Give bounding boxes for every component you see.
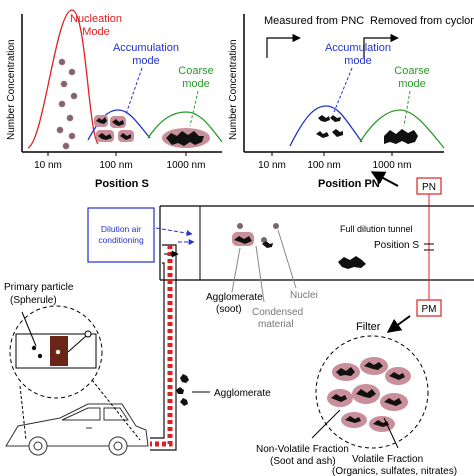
coarse-mode-label: mode: [182, 78, 210, 90]
right-chart: Number Concentration 10 nm 100 nm 1000 n…: [228, 14, 474, 190]
condensed-label: material: [258, 319, 294, 330]
coarse-curve: [147, 111, 223, 143]
left-chart-y-label: Number Concentration: [6, 39, 17, 140]
zoom-connector-line: [91, 379, 141, 441]
dilution-air-label: conditioning: [98, 235, 144, 245]
pn-to-chart-arrow: [370, 171, 399, 187]
nuclei-label: Nuclei: [290, 290, 318, 301]
volatile-label: (Organics, sulfates, nitrates): [332, 466, 457, 476]
nonvolatile-label: (Soot and ash): [270, 456, 336, 467]
nucleation-mode-label: Mode: [82, 26, 110, 38]
accumulation-mode-label: Accumulation: [113, 42, 179, 54]
position-s-label: Position S: [374, 240, 419, 251]
right-tick-label: 10 nm: [258, 160, 286, 171]
measured-bracket-arrow: [266, 33, 301, 58]
pm-box: [416, 299, 442, 317]
pipe-agglomerates: [176, 374, 189, 406]
accumulation-particles: [94, 115, 134, 142]
nonvolatile-leader: [311, 409, 341, 439]
nucleation-particles: [56, 58, 78, 150]
filter-label: Filter: [356, 321, 381, 333]
zoom-connector-line: [19, 385, 27, 441]
removed-bracket-arrow: [363, 33, 399, 58]
condensed-label: Condensed: [252, 307, 303, 318]
coarse-leader-line: [189, 90, 199, 127]
nuclei-leader: [277, 229, 297, 289]
primary-particle-zoom: [9, 305, 141, 441]
primary-particle-label: Primary particle: [4, 282, 74, 293]
agglomerate-soot-label: (soot): [216, 304, 242, 315]
removed-label: Removed from cyclone: [370, 15, 474, 27]
pm-to-filter-arrow: [386, 315, 411, 333]
left-chart: Number Concentration 10 nm 100 nm 1000 n…: [6, 9, 223, 190]
primary-particle-leader: [21, 311, 37, 347]
tunnel-particles: [232, 223, 366, 269]
accumulation-mode-label: mode: [132, 55, 160, 67]
nonvolatile-label: Non-Volatile Fraction: [256, 444, 349, 455]
coarse-particles: [162, 128, 210, 148]
right-tick-label: 100 nm: [307, 160, 340, 171]
dilution-tunnel: Full dilution tunnel Position S: [159, 205, 474, 300]
coarse-mode-label: Coarse: [178, 65, 213, 77]
tunnel-label: Full dilution tunnel: [340, 224, 413, 234]
dilution-air-box: [87, 207, 155, 263]
car-icon: [5, 403, 149, 456]
pm-label: PM: [422, 304, 437, 315]
right-tick-label: 1000 nm: [373, 160, 412, 171]
nucleation-curve: [27, 9, 99, 149]
left-tick-label: 1000 nm: [167, 160, 206, 171]
accumulation-leader-line: [125, 67, 143, 115]
pn-accumulation-mode-label: mode: [344, 55, 372, 67]
dilution-air-label: Dilution air: [101, 224, 141, 234]
pn-coarse-mode-label: mode: [398, 78, 426, 90]
volatile-label: Volatile Fraction: [352, 454, 423, 465]
pn-label: PN: [422, 182, 436, 193]
agglomerate-soot-leader: [231, 247, 241, 293]
pn-accumulation-curve: [289, 105, 363, 147]
agglomerate-soot-label: Agglomerate: [206, 292, 263, 303]
left-chart-x-label: Position S: [95, 178, 149, 190]
volatile-leader: [383, 417, 399, 449]
filter-agglomerates: [327, 357, 411, 432]
pn-accumulation-particles: [316, 115, 343, 138]
pn-coarse-particles: [384, 129, 418, 144]
primary-particle-label: (Spherule): [10, 295, 57, 306]
right-chart-x-label: Position PN: [318, 178, 380, 190]
pn-coarse-curve: [359, 109, 445, 149]
pn-coarse-mode-label: Coarse: [394, 65, 429, 77]
right-chart-y-label: Number Concentration: [228, 39, 239, 140]
left-tick-label: 10 nm: [34, 160, 62, 171]
filter-sample: [315, 335, 429, 449]
agglomerate-label: Agglomerate: [214, 388, 271, 399]
pn-accumulation-mode-label: Accumulation: [325, 42, 391, 54]
nucleation-mode-label: Nucleation: [70, 13, 122, 25]
exhaust-pipe: [150, 244, 179, 451]
condensed-leader: [255, 245, 265, 303]
left-tick-label: 100 nm: [99, 160, 132, 171]
measured-label: Measured from PNC: [264, 15, 364, 27]
pn-accumulation-leader-line: [333, 67, 353, 113]
dilution-air-arrow: [155, 227, 193, 237]
pn-coarse-leader-line: [403, 90, 411, 127]
